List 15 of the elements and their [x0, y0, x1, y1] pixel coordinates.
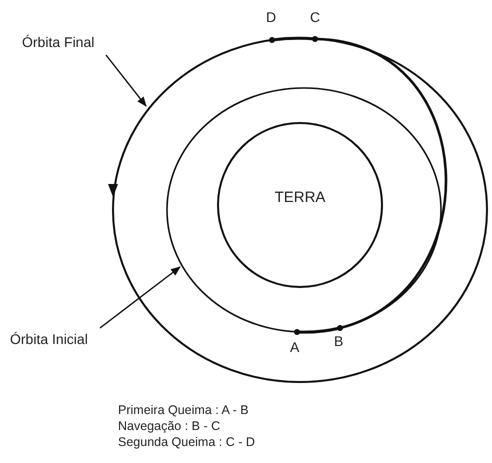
legend-text: Primeira Queima : A - B [118, 402, 249, 418]
orbit-label: Órbita Final [22, 34, 94, 50]
orbit-label: Órbita Inicial [10, 331, 88, 347]
earth-circle [217, 122, 383, 288]
leader-arrow [105, 54, 147, 107]
final-orbit-ellipse [113, 38, 487, 382]
leader-arrow [100, 266, 181, 329]
point-label: A [290, 339, 300, 355]
point-label: B [334, 333, 344, 349]
legend-text: Segunda Queima : C - D [118, 434, 255, 450]
point-label: D [266, 9, 276, 25]
initial-orbit-ellipse [167, 88, 441, 332]
earth-label: TERRA [274, 190, 326, 206]
legend-text: Navegação : B - C [118, 418, 220, 434]
point-label: C [310, 9, 320, 25]
